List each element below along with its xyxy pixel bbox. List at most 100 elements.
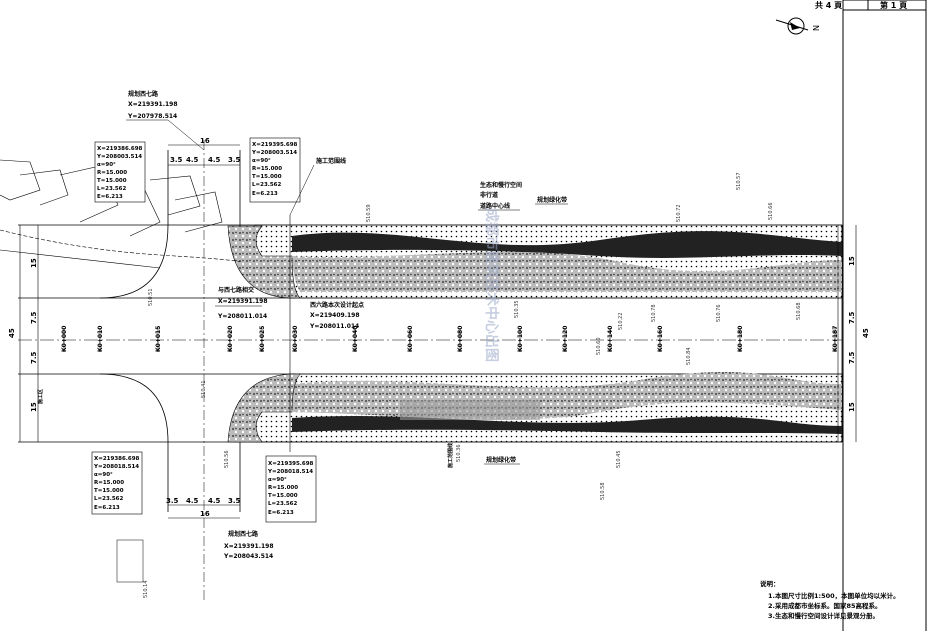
curve-row: L=23.562 (94, 496, 124, 502)
dim-left-seg: 15 (30, 258, 38, 268)
elevation-label: 510.45 (616, 451, 622, 469)
elevation-label: 510.57 (736, 173, 742, 191)
elevation-label: 510.76 (716, 305, 722, 323)
station-label: K0+140 (607, 326, 614, 352)
construction-line-bottom: 施工范围线 (447, 443, 454, 469)
watermark: 成都市建筑技术中心出图 (483, 208, 500, 362)
curve-row: L=23.562 (268, 501, 298, 507)
road-north-x: X=219391.198 (128, 101, 178, 108)
elevation-label: 510.58 (600, 483, 606, 501)
intersect-x: X=219391.198 (218, 298, 268, 305)
dim-bottom-seg: 3.5 (166, 497, 179, 505)
station-label: K0+160 (657, 326, 664, 352)
station-label: K0+025 (259, 326, 266, 352)
road-north-name: 规划西七路 (128, 90, 159, 98)
north-arrow-icon: N (775, 17, 820, 35)
elevation-label: 510.36 (456, 445, 462, 463)
note-item: 3.生态和慢行空间设计详见景观分册。 (768, 611, 879, 620)
curve-row: Y=208003.514 (251, 150, 297, 156)
dim-top-seg: 3.5 (170, 156, 183, 164)
elevation-label: 510.41 (201, 381, 207, 399)
pit-frame (116, 539, 144, 583)
station-label: K0+030 (292, 326, 299, 352)
north-symbol: N (811, 25, 820, 31)
station-label: K0+120 (562, 326, 569, 352)
green-belt-top-label: 规划绿化带 (537, 196, 567, 204)
elevation-label: 510.78 (651, 305, 657, 323)
dim-left-seg: 15 (30, 402, 38, 412)
curve-row: Y=208018.514 (267, 469, 313, 475)
station-label: K0+020 (227, 326, 234, 352)
intersect-label: 与西七路相交 (218, 286, 254, 294)
curve-row: R=15.000 (268, 485, 298, 491)
dim-top-seg: 4.5 (186, 156, 199, 164)
notes-heading: 说明： (760, 579, 780, 588)
curve-row: E=6.213 (252, 191, 278, 197)
curve-row: Y=208003.514 (96, 154, 142, 160)
centerline-label: 道路中心线 (480, 202, 510, 210)
notes: 说明： 1.本图尺寸比例1:500，本图单位均以米计。 2.采用成都市坐标系。国… (760, 579, 900, 620)
station-label: K0+000 (61, 326, 68, 352)
curve-row: E=6.213 (97, 194, 123, 200)
callouts: 规划西七路 X=219391.198 Y=207978.514 与西七路相交 X… (37, 90, 568, 560)
title-block: 共 4 頁 第 1 頁 (815, 0, 927, 11)
elevation-label: 510.35 (514, 301, 520, 319)
road-outline (18, 140, 843, 600)
dim-right-seg: 15 (848, 256, 856, 266)
curve-row: α=90° (252, 158, 271, 164)
curve-row: E=6.213 (94, 505, 120, 511)
curve-row: α=90° (97, 162, 116, 168)
curve-row: X=219395.698 (268, 461, 314, 467)
curve-row: R=15.000 (252, 166, 282, 172)
curve-row: X=219386.698 (94, 456, 140, 462)
road-south-name: 规划西七路 (228, 530, 259, 538)
dim-left-seg: 7.5 (30, 351, 38, 364)
elevation-label: 510.56 (224, 451, 230, 469)
elevation-labels: 510.59 510.72 510.66 510.57 510.68 510.7… (143, 173, 802, 599)
bottom-eco-strip (227, 372, 843, 443)
green-belt-bottom-label: 规划绿化带 (486, 456, 516, 464)
curve-table-top-right: X=219395.698 Y=208003.514 α=90° R=15.000… (249, 137, 301, 203)
curve-row: α=90° (94, 472, 113, 478)
note-item: 2.采用成都市坐标系。国家85高程系。 (768, 601, 882, 610)
elevation-label: 510.14 (143, 581, 149, 599)
design-start-y: Y=208011.014 (309, 323, 359, 330)
dimension-top: 16 3.5 4.5 4.5 3.5 (168, 137, 241, 166)
station-label: K0+180 (737, 326, 744, 352)
page-label: 第 1 頁 (880, 0, 907, 10)
station-label: K0+010 (97, 326, 104, 352)
elevation-label: 510.51 (148, 289, 154, 307)
curve-row: X=219395.698 (252, 142, 298, 148)
dim-top-seg: 3.5 (228, 156, 241, 164)
station-marks (63, 328, 836, 352)
elevation-label: 510.22 (618, 313, 624, 331)
bike-lane-label: 非行道 (480, 191, 498, 199)
construction-line-top: 施工范围线 (316, 157, 346, 165)
station-label: K0+187 (832, 326, 839, 352)
curve-row: L=23.562 (252, 182, 282, 188)
curve-row: E=6.213 (268, 510, 294, 516)
dim-top-seg: 4.5 (208, 156, 221, 164)
curve-row: R=15.000 (94, 480, 124, 486)
dim-bottom-seg: 4.5 (186, 497, 199, 505)
station-labels: K0+000 K0+010 K0+015 K0+020 K0+025 K0+03… (61, 326, 839, 352)
dim-right-seg: 7.5 (848, 311, 856, 324)
curve-row: X=219386.698 (97, 146, 143, 152)
road-south-x: X=219391.198 (224, 543, 274, 550)
dim-right-seg: 15 (848, 402, 856, 412)
dim-left-seg: 7.5 (30, 311, 38, 324)
top-eco-strip (227, 224, 843, 299)
elevation-label: 510.59 (366, 205, 372, 223)
elevation-label: 510.72 (676, 205, 682, 223)
station-label: K0+060 (407, 326, 414, 352)
dim-bottom-total: 16 (200, 510, 210, 518)
elevation-label: 510.84 (686, 348, 692, 366)
intersect-y: Y=208011.014 (217, 313, 267, 320)
curve-row: T=15.000 (252, 174, 282, 180)
station-label: K0+080 (457, 326, 464, 352)
curve-row: Y=208018.514 (93, 464, 139, 470)
dim-left-total: 45 (8, 328, 16, 338)
existing-buildings (0, 159, 241, 269)
elevation-label: 510.66 (768, 203, 774, 221)
dimension-bottom: 3.5 4.5 4.5 3.5 16 (166, 497, 241, 519)
